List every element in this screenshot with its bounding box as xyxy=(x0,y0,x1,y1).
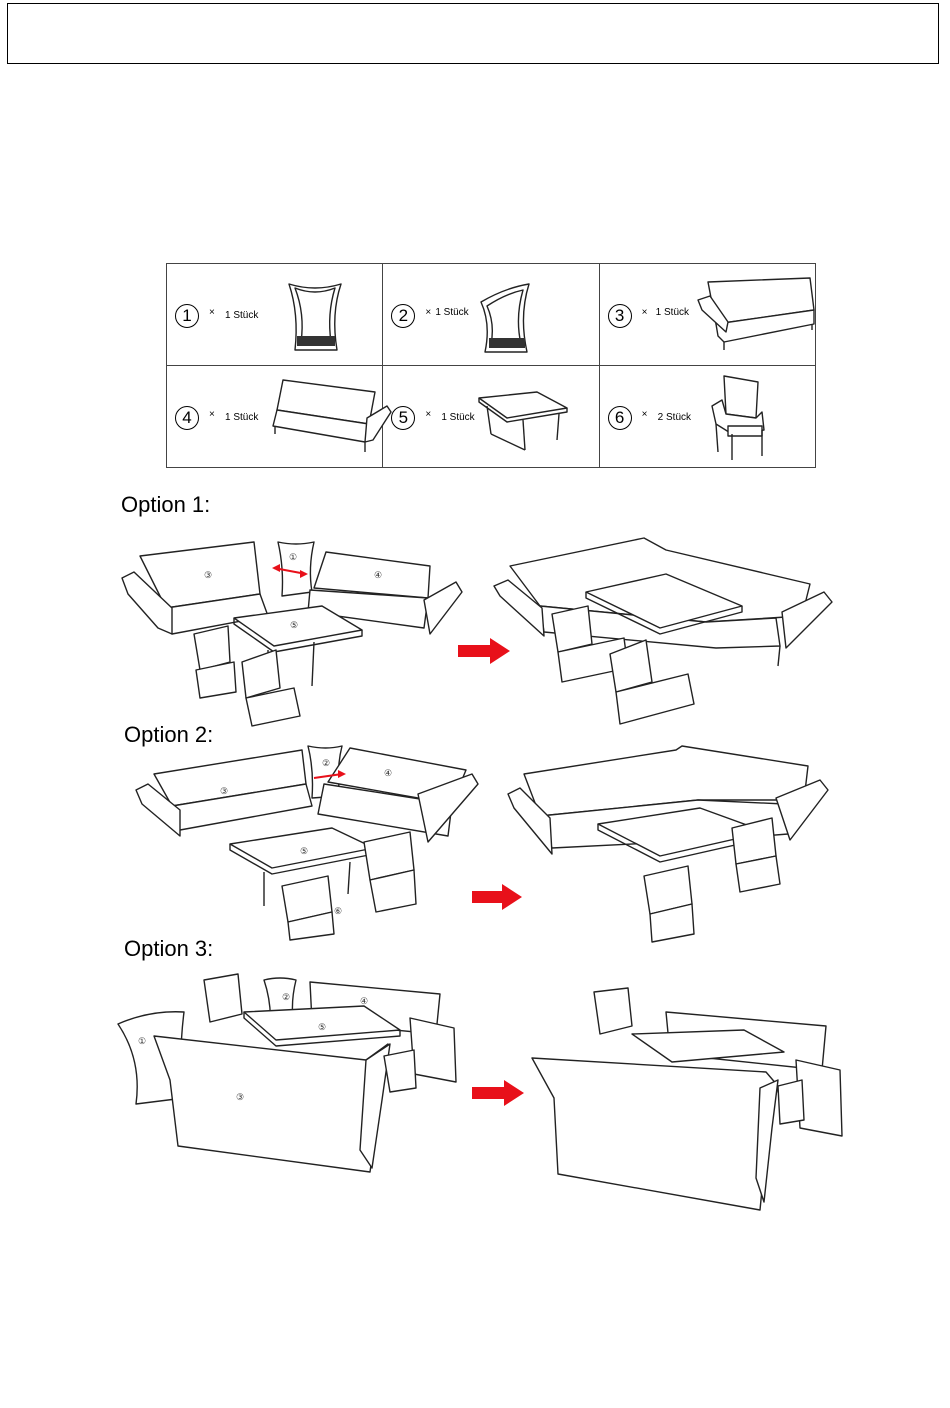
part-quantity: 1 Stück xyxy=(441,412,474,423)
times-sign: × xyxy=(642,409,648,420)
callout-1: ① xyxy=(138,1036,146,1046)
option-1-before-diagram: ③ ① ④ ⑤ xyxy=(118,538,468,730)
arrow-icon xyxy=(472,1080,524,1106)
option-1-after-diagram xyxy=(490,536,836,736)
armchair-icon xyxy=(708,372,768,464)
corner-backrest-icon xyxy=(285,280,345,354)
part-number: 6 xyxy=(608,406,632,430)
callout-5: ⑤ xyxy=(290,620,298,630)
callout-3: ③ xyxy=(236,1092,244,1102)
part-cell-2: 2 × 1 Stück xyxy=(383,264,599,366)
callout-2: ② xyxy=(322,758,330,768)
sofa-left-arm-icon xyxy=(696,276,818,354)
table-icon xyxy=(473,388,571,458)
callout-2: ② xyxy=(282,992,290,1002)
option-1-label: Option 1: xyxy=(121,492,210,518)
part-cell-6: 6 × 2 Stück xyxy=(599,366,815,468)
part-cell-4: 4 × 1 Stück xyxy=(167,366,383,468)
part-number: 3 xyxy=(608,304,632,328)
part-quantity: 2 Stück xyxy=(658,412,691,423)
part-number: 5 xyxy=(391,406,415,430)
times-sign: × xyxy=(642,307,648,318)
callout-3: ③ xyxy=(204,570,212,580)
callout-3: ③ xyxy=(220,786,228,796)
option-3-before-diagram: ② ④ ① ⑤ ③ xyxy=(114,970,466,1192)
callout-6: ⑥ xyxy=(334,906,342,916)
callout-4: ④ xyxy=(384,768,392,778)
callout-4: ④ xyxy=(360,996,368,1006)
option-2-before-diagram: ③ ② ④ ⑤ ⑥ xyxy=(132,744,482,940)
sofa-right-arm-icon xyxy=(265,378,393,460)
part-quantity: 1 Stück xyxy=(435,307,468,318)
part-number: 2 xyxy=(391,304,415,328)
times-sign: × xyxy=(425,307,431,318)
part-cell-3: 3 × 1 Stück xyxy=(599,264,815,366)
header-box xyxy=(7,3,939,64)
part-quantity: 1 Stück xyxy=(656,307,689,318)
part-number: 4 xyxy=(175,406,199,430)
times-sign: × xyxy=(209,307,215,318)
option-3-label: Option 3: xyxy=(124,936,213,962)
times-sign: × xyxy=(209,409,215,420)
corner-backrest-icon xyxy=(477,280,533,356)
part-cell-5: 5 × 1 Stück xyxy=(383,366,599,468)
part-number: 1 xyxy=(175,304,199,328)
part-quantity: 1 Stück xyxy=(225,412,258,423)
callout-5: ⑤ xyxy=(318,1022,326,1032)
option-3-after-diagram xyxy=(532,988,850,1214)
part-cell-1: 1 × 1 Stück xyxy=(167,264,383,366)
callout-1: ① xyxy=(289,552,297,562)
parts-table: 1 × 1 Stück 2 × 1 Stück 3 × 1 Stück xyxy=(166,263,816,468)
times-sign: × xyxy=(425,409,431,420)
part-quantity: 1 Stück xyxy=(225,310,258,321)
callout-5: ⑤ xyxy=(300,846,308,856)
option-2-after-diagram xyxy=(504,744,834,944)
callout-4: ④ xyxy=(374,570,382,580)
